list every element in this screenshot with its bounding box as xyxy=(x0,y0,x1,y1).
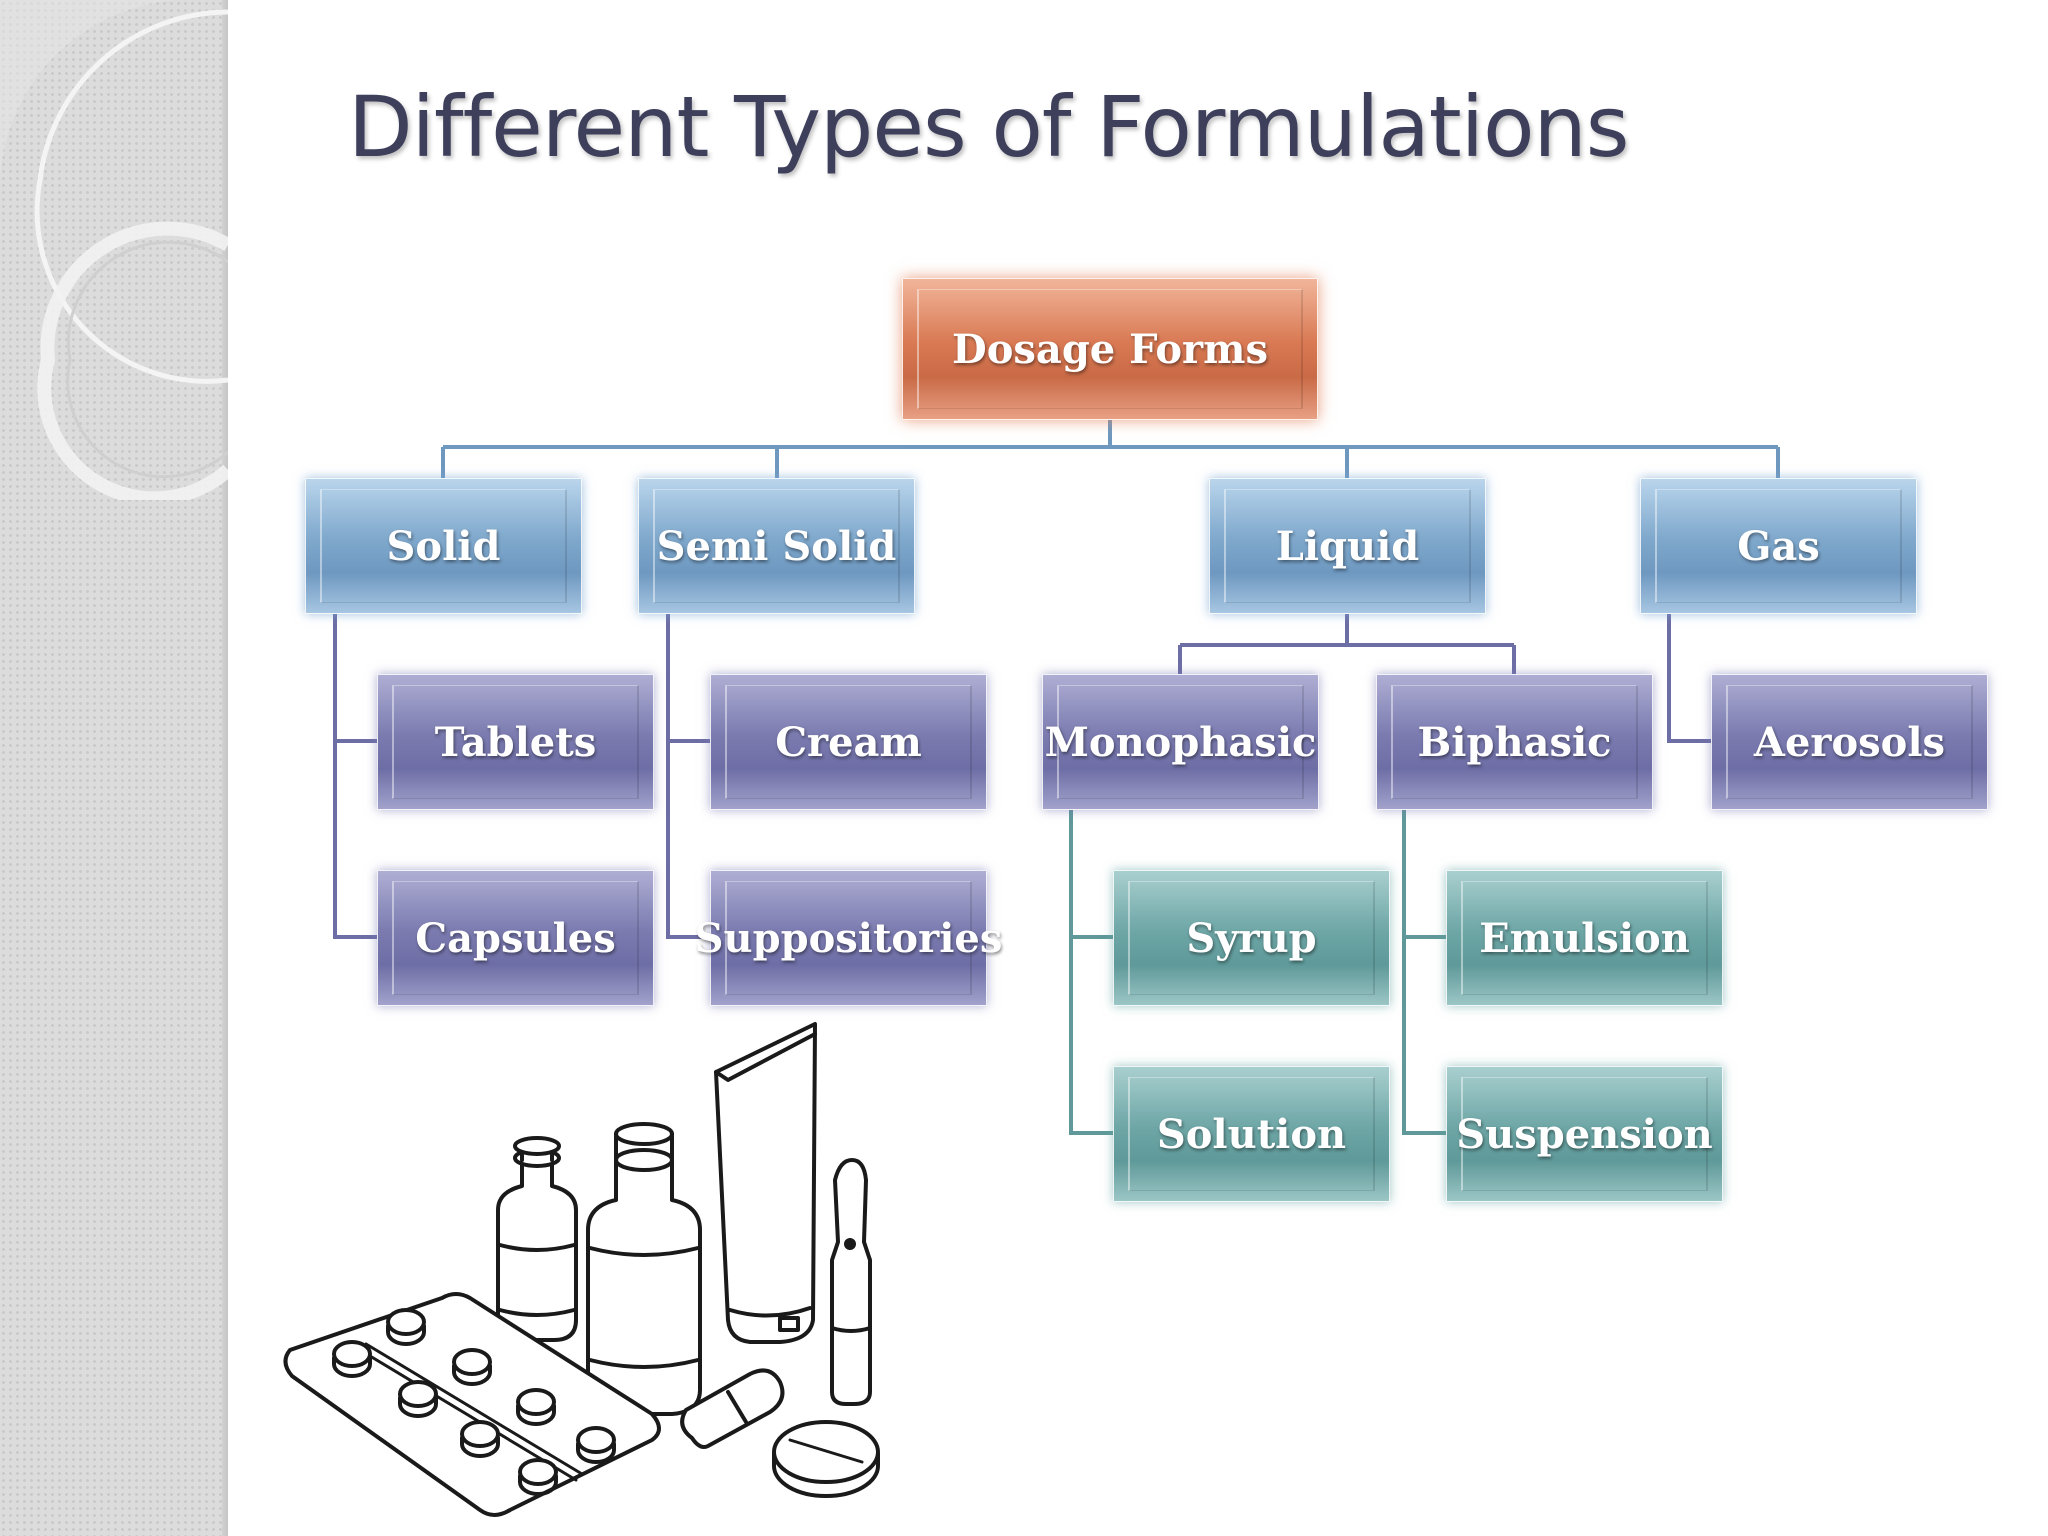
node-label: Tablets xyxy=(434,718,597,766)
vial-icon xyxy=(496,1136,578,1342)
node-label: Liquid xyxy=(1275,522,1420,570)
ampoule-icon xyxy=(830,1158,872,1406)
node-label: Solid xyxy=(386,522,501,570)
node-aerosols: Aerosols xyxy=(1711,674,1988,810)
node-tablets: Tablets xyxy=(377,674,654,810)
node-label: Aerosols xyxy=(1753,718,1946,766)
sidebar-decoration xyxy=(0,0,228,1536)
node-semi-solid: Semi Solid xyxy=(638,478,915,614)
pill-bottle-icon xyxy=(586,1122,702,1416)
node-emulsion: Emulsion xyxy=(1446,870,1723,1006)
medicine-illustration xyxy=(283,1022,880,1517)
capsule-icon xyxy=(680,1368,785,1449)
node-suppositories: Suppositories xyxy=(695,870,1002,1006)
node-solution: Solution xyxy=(1113,1066,1390,1202)
node-label: Syrup xyxy=(1186,914,1317,962)
node-label: Emulsion xyxy=(1479,914,1690,962)
node-cream: Cream xyxy=(710,674,987,810)
sidebar-shade xyxy=(222,0,228,1536)
node-label: Monophasic xyxy=(1044,718,1317,766)
node-label: Dosage Forms xyxy=(952,325,1268,373)
node-label: Gas xyxy=(1737,522,1820,570)
node-label: Suspension xyxy=(1456,1110,1713,1158)
node-syrup: Syrup xyxy=(1113,870,1390,1006)
decorative-rings-icon xyxy=(0,0,228,500)
ointment-tube-icon xyxy=(714,1022,817,1344)
node-label: Capsules xyxy=(415,914,616,962)
node-solid: Solid xyxy=(305,478,582,614)
node-capsules: Capsules xyxy=(377,870,654,1006)
tablet-icon xyxy=(772,1420,880,1498)
node-label: Semi Solid xyxy=(656,522,897,570)
node-label: Suppositories xyxy=(694,914,1003,962)
node-suspension: Suspension xyxy=(1446,1066,1723,1202)
node-gas: Gas xyxy=(1640,478,1917,614)
node-label: Cream xyxy=(775,718,922,766)
node-liquid: Liquid xyxy=(1209,478,1486,614)
blister-pack-icon xyxy=(283,1292,661,1517)
node-label: Solution xyxy=(1156,1110,1347,1158)
node-label: Biphasic xyxy=(1417,718,1612,766)
slide-title: Different Types of Formulations xyxy=(348,78,1629,176)
node-dosage-forms: Dosage Forms xyxy=(902,278,1318,420)
node-monophasic: Monophasic xyxy=(1042,674,1319,810)
node-biphasic: Biphasic xyxy=(1376,674,1653,810)
